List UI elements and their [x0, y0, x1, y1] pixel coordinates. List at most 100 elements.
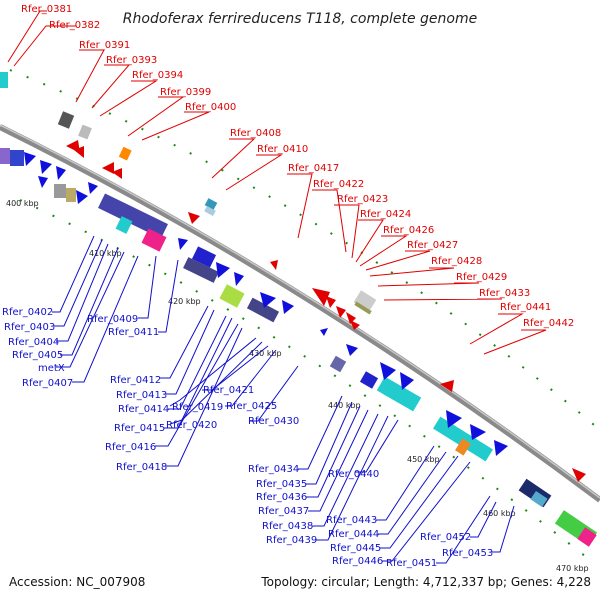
gene-label[interactable]: Rfer_0425 [226, 401, 277, 412]
gene-feature[interactable] [246, 297, 280, 323]
gene-arrow[interactable] [572, 468, 586, 482]
gene-label[interactable]: Rfer_0415 [114, 423, 165, 434]
gene-label[interactable]: Rfer_0441 [500, 302, 551, 313]
gene-arrow[interactable] [440, 380, 454, 392]
gene-label[interactable]: Rfer_0443 [326, 515, 377, 526]
gene-feature[interactable] [530, 490, 548, 508]
gene-arrow[interactable] [216, 262, 230, 278]
gene-label[interactable]: Rfer_0442 [523, 318, 574, 329]
gene-arrow[interactable] [76, 190, 88, 204]
gene-label[interactable]: Rfer_0446 [332, 556, 383, 567]
gene-arrow[interactable] [178, 238, 188, 250]
gene-arrow[interactable] [234, 272, 244, 286]
gene-arrow[interactable] [350, 320, 360, 330]
gene-feature[interactable] [183, 257, 219, 283]
gene-feature[interactable] [329, 355, 347, 373]
gene-feature[interactable] [10, 150, 24, 166]
gene-label[interactable]: Rfer_0413 [116, 390, 167, 401]
gene-arrow[interactable] [380, 362, 396, 380]
gene-feature[interactable] [353, 290, 377, 312]
gene-label[interactable]: Rfer_0410 [257, 144, 308, 155]
gene-label[interactable]: Rfer_0404 [8, 337, 59, 348]
gene-label[interactable]: Rfer_0423 [337, 194, 388, 205]
gene-label[interactable]: Rfer_0407 [22, 378, 73, 389]
gene-label[interactable]: Rfer_0394 [132, 70, 183, 81]
gene-label[interactable]: Rfer_0429 [456, 272, 507, 283]
gene-arrow[interactable] [470, 424, 486, 440]
gene-feature[interactable] [577, 527, 597, 547]
gene-label[interactable]: Rfer_0422 [313, 179, 364, 190]
gene-arrow[interactable] [400, 372, 414, 390]
gene-arrow[interactable] [56, 166, 66, 180]
gene-feature[interactable] [98, 193, 168, 239]
gene-feature[interactable] [66, 188, 76, 202]
gene-label[interactable]: Rfer_0433 [479, 288, 530, 299]
gene-label[interactable]: Rfer_0416 [105, 442, 156, 453]
gene-label[interactable]: Rfer_0424 [360, 209, 411, 220]
gene-label[interactable]: Rfer_0421 [203, 385, 254, 396]
gene-label[interactable]: Rfer_0430 [248, 416, 299, 427]
gene-label[interactable]: Rfer_0402 [2, 307, 53, 318]
gene-label[interactable]: Rfer_0452 [420, 532, 471, 543]
gene-label[interactable]: Rfer_0453 [442, 548, 493, 559]
gene-label[interactable]: Rfer_0399 [160, 87, 211, 98]
gene-feature[interactable] [118, 146, 132, 161]
gene-label[interactable]: Rfer_0418 [116, 462, 167, 473]
gene-arrow[interactable] [88, 182, 98, 194]
gene-label[interactable]: Rfer_0381 [21, 4, 72, 15]
gene-label[interactable]: Rfer_0426 [383, 225, 434, 236]
gene-arrow[interactable] [312, 288, 330, 306]
gene-label[interactable]: Rfer_0451 [386, 558, 437, 569]
gene-label[interactable]: Rfer_0440 [328, 469, 379, 480]
gene-label[interactable]: Rfer_0444 [328, 529, 379, 540]
gene-label[interactable]: Rfer_0411 [108, 327, 159, 338]
gene-label[interactable]: Rfer_0439 [266, 535, 317, 546]
gene-feature[interactable] [57, 111, 75, 129]
gene-arrow[interactable] [336, 306, 346, 318]
gene-arrow[interactable] [188, 212, 200, 224]
gene-label[interactable]: Rfer_0435 [256, 479, 307, 490]
gene-label[interactable]: Rfer_0434 [248, 464, 299, 475]
gene-arrow[interactable] [446, 410, 462, 428]
gene-arrow[interactable] [494, 440, 508, 456]
gene-label[interactable]: Rfer_0438 [262, 521, 313, 532]
gene-feature[interactable] [0, 72, 8, 88]
gene-arrow[interactable] [74, 146, 84, 158]
gene-arrow[interactable] [102, 162, 114, 174]
gene-arrow[interactable] [346, 344, 358, 356]
gene-feature[interactable] [0, 148, 10, 164]
gene-arrow[interactable] [320, 328, 328, 336]
gene-feature[interactable] [359, 371, 379, 389]
gene-feature[interactable] [191, 246, 217, 268]
gene-label[interactable]: Rfer_0403 [4, 322, 55, 333]
gene-arrow[interactable] [112, 168, 122, 179]
gene-label[interactable]: Rfer_0409 [87, 314, 138, 325]
gene-label[interactable]: Rfer_0393 [106, 55, 157, 66]
gene-arrow[interactable] [270, 260, 278, 270]
gene-label[interactable]: Rfer_0419 [172, 402, 223, 413]
gene-label[interactable]: Rfer_0400 [185, 102, 236, 113]
gene-label[interactable]: Rfer_0437 [258, 506, 309, 517]
gene-feature[interactable] [115, 216, 133, 234]
gene-feature[interactable] [204, 206, 216, 216]
gene-label[interactable]: Rfer_0405 [12, 350, 63, 361]
gene-arrow[interactable] [38, 176, 48, 188]
gene-label[interactable]: Rfer_0382 [49, 20, 100, 31]
gene-label[interactable]: Rfer_0414 [118, 404, 169, 415]
gene-feature[interactable] [78, 124, 92, 140]
gene-arrow[interactable] [24, 152, 36, 166]
gene-label[interactable]: metX [38, 363, 65, 374]
gene-arrow[interactable] [326, 296, 336, 308]
gene-label[interactable]: Rfer_0391 [79, 40, 130, 51]
gene-label[interactable]: Rfer_0436 [256, 492, 307, 503]
gene-feature[interactable] [455, 438, 471, 456]
gene-arrow[interactable] [282, 300, 294, 314]
gene-feature[interactable] [376, 376, 422, 412]
gene-label[interactable]: Rfer_0428 [431, 256, 482, 267]
gene-arrow[interactable] [346, 312, 356, 324]
gene-label[interactable]: Rfer_0445 [330, 543, 381, 554]
gene-feature[interactable] [354, 301, 372, 315]
gene-feature[interactable] [219, 284, 245, 308]
gene-feature[interactable] [141, 228, 167, 252]
gene-arrow[interactable] [260, 292, 276, 308]
